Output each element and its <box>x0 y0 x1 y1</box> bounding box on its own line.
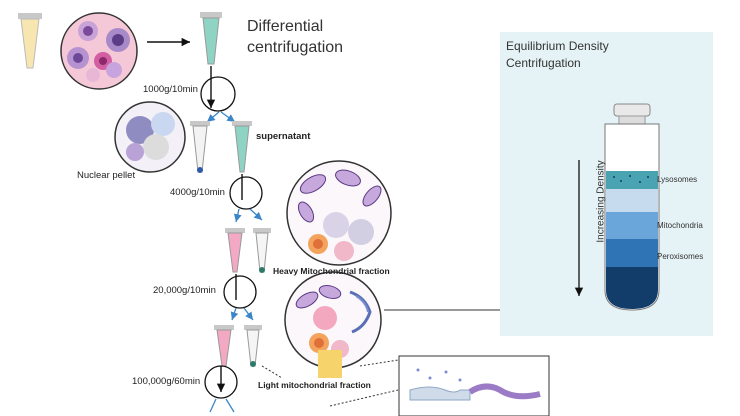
tube-nuclear-pellet <box>190 121 210 173</box>
equilibrium-title-line1: Equilibrium Density <box>506 39 609 53</box>
tube-homogenate <box>200 12 222 65</box>
tube-light-pellet <box>214 325 234 367</box>
nuclear-pellet-label: Nuclear pellet <box>77 170 136 181</box>
gradient-tube <box>604 103 660 311</box>
step-1-speed: 1000g/10min <box>143 84 198 95</box>
centrifuge-cycle-icon <box>223 275 257 309</box>
density-axis-label: Increasing Density <box>595 160 607 243</box>
centrifuge-cycle-icon <box>200 76 236 112</box>
diagram-title-line1: Differential <box>247 18 324 35</box>
cells-magnified-icon <box>60 12 138 90</box>
microsome-zoom-box <box>398 355 550 416</box>
band-lysosomes <box>606 171 658 189</box>
step-2-speed: 4000g/10min <box>170 187 225 198</box>
light-mitochondria-magnified-icon <box>284 271 382 378</box>
tube-heavy-supernatant <box>253 228 271 273</box>
supernatant-label: supernatant <box>256 131 311 142</box>
peroxisomes-label: Peroxisomes <box>657 252 704 261</box>
heavy-mitochondria-magnified-icon <box>286 160 392 266</box>
sample-tube <box>18 13 42 69</box>
diagram-title-line2: centrifugation <box>247 39 344 56</box>
nuclear-pellet-magnified-icon <box>114 101 186 173</box>
mitochondria-label: Mitochondria <box>657 221 703 230</box>
tube-supernatant <box>232 121 252 173</box>
tube-heavy-pellet <box>225 228 245 273</box>
equilibrium-title-line2: Centrifugation <box>506 56 581 70</box>
step-3-speed: 20,000g/10min <box>153 285 216 296</box>
light-fraction-label: Light mitochondrial fraction <box>258 380 371 390</box>
tube-light-supernatant <box>244 325 262 367</box>
band-mitochondria <box>606 212 658 239</box>
step-4-speed: 100,000g/60min <box>132 376 201 387</box>
band-peroxisomes <box>606 239 658 267</box>
centrifuge-cycle-icon <box>229 176 263 210</box>
lysosomes-label: Lysosomes <box>657 175 698 184</box>
heavy-fraction-label: Heavy Mitochondrial fraction <box>273 266 390 276</box>
